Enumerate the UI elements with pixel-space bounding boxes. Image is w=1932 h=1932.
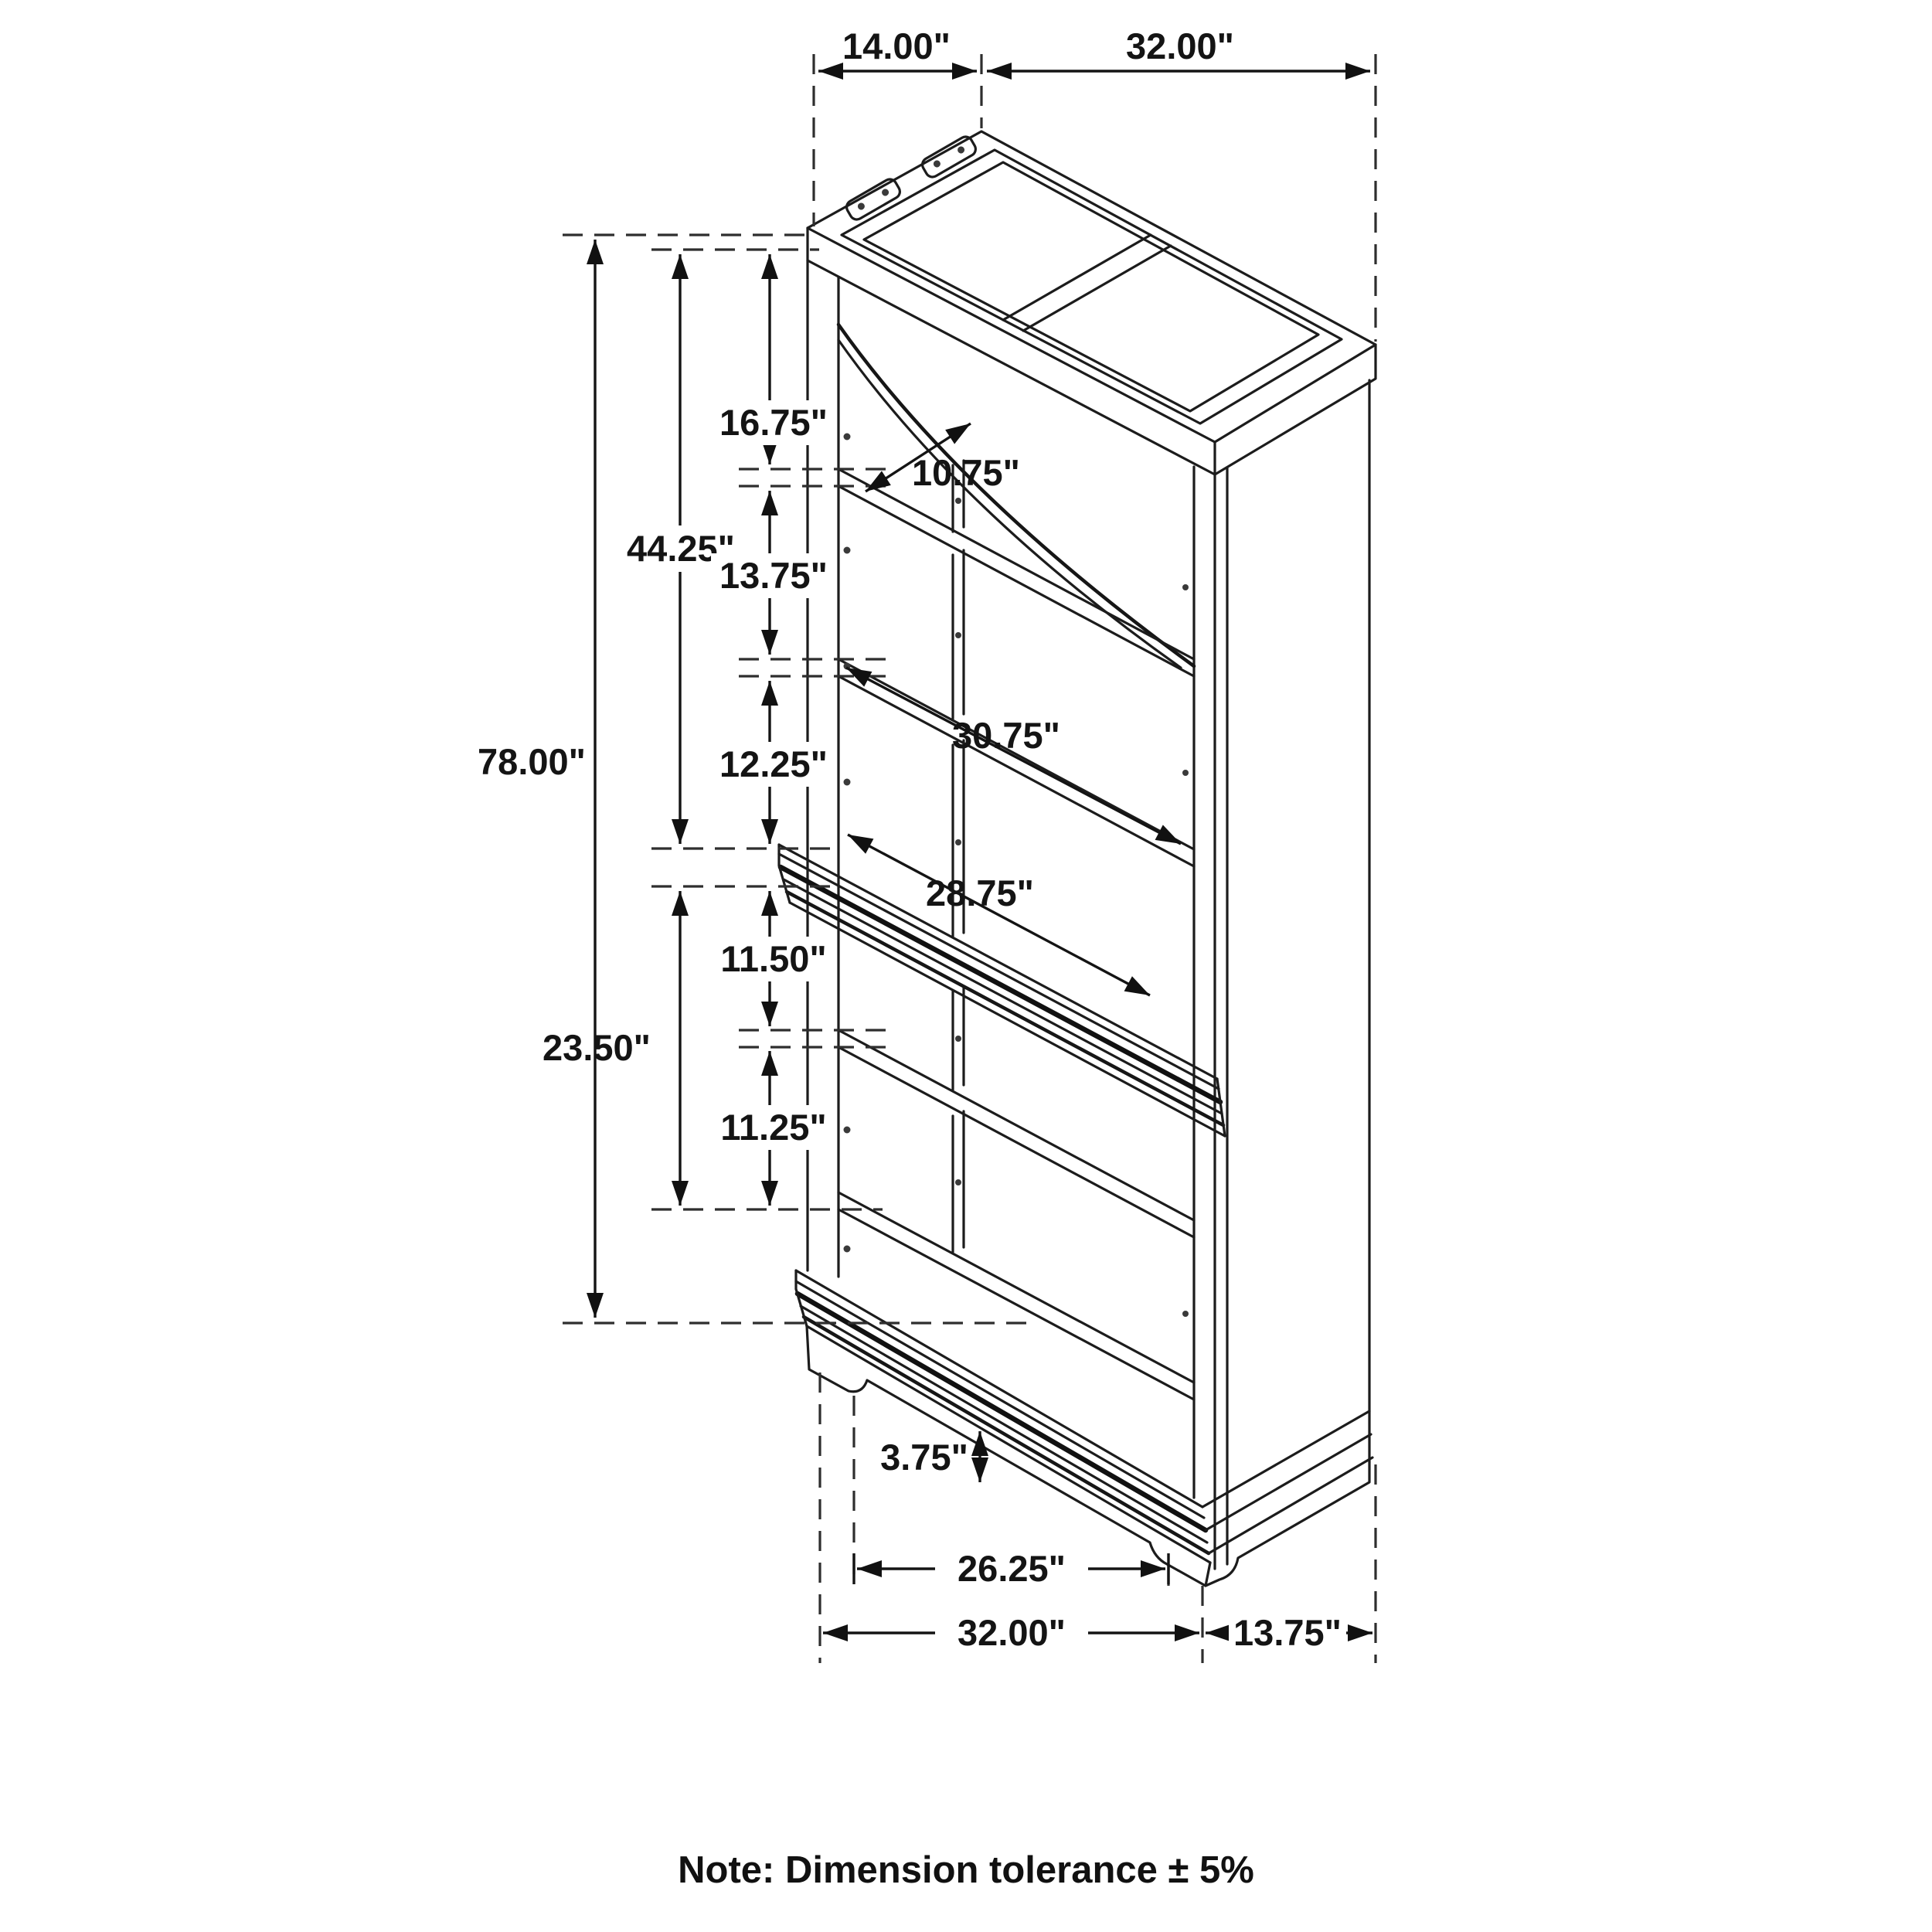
dim-opening-3-label: 12.25": [719, 743, 828, 784]
tolerance-note: Note: Dimension tolerance ± 5%: [678, 1849, 1254, 1891]
dim-shelf-depth-label: 10.75": [912, 452, 1020, 493]
bookcase-drawing: [777, 130, 1377, 1587]
dim-opening-4-label: 11.50": [720, 938, 826, 979]
dim-base-width-label: 32.00": [957, 1612, 1066, 1653]
dim-lower-section-label: 23.50": [543, 1027, 651, 1068]
dim-interior-width-lower-label: 28.75": [926, 872, 1034, 913]
dim-top-depth-label: 14.00": [842, 26, 951, 66]
dim-interior-width-upper-label: 30.75": [952, 715, 1060, 756]
dim-foot-height-label: 3.75": [880, 1437, 968, 1478]
dim-top-width-label: 32.00": [1126, 26, 1234, 66]
dim-opening-2-label: 13.75": [719, 555, 828, 596]
dim-overall-height-label: 78.00": [478, 741, 586, 782]
dim-base-inner-width-label: 26.25": [957, 1548, 1066, 1589]
dim-opening-5-label: 11.25": [720, 1107, 826, 1148]
dim-base-side-depth-label: 13.75": [1233, 1612, 1342, 1653]
bracket-icon: [845, 135, 977, 221]
extension-lines: [563, 54, 1377, 1663]
dim-opening-1-label: 16.75": [719, 402, 828, 443]
dimensions: 14.00" 32.00" 78.00" 44.25" 16.75" 10.75…: [478, 26, 1372, 1655]
